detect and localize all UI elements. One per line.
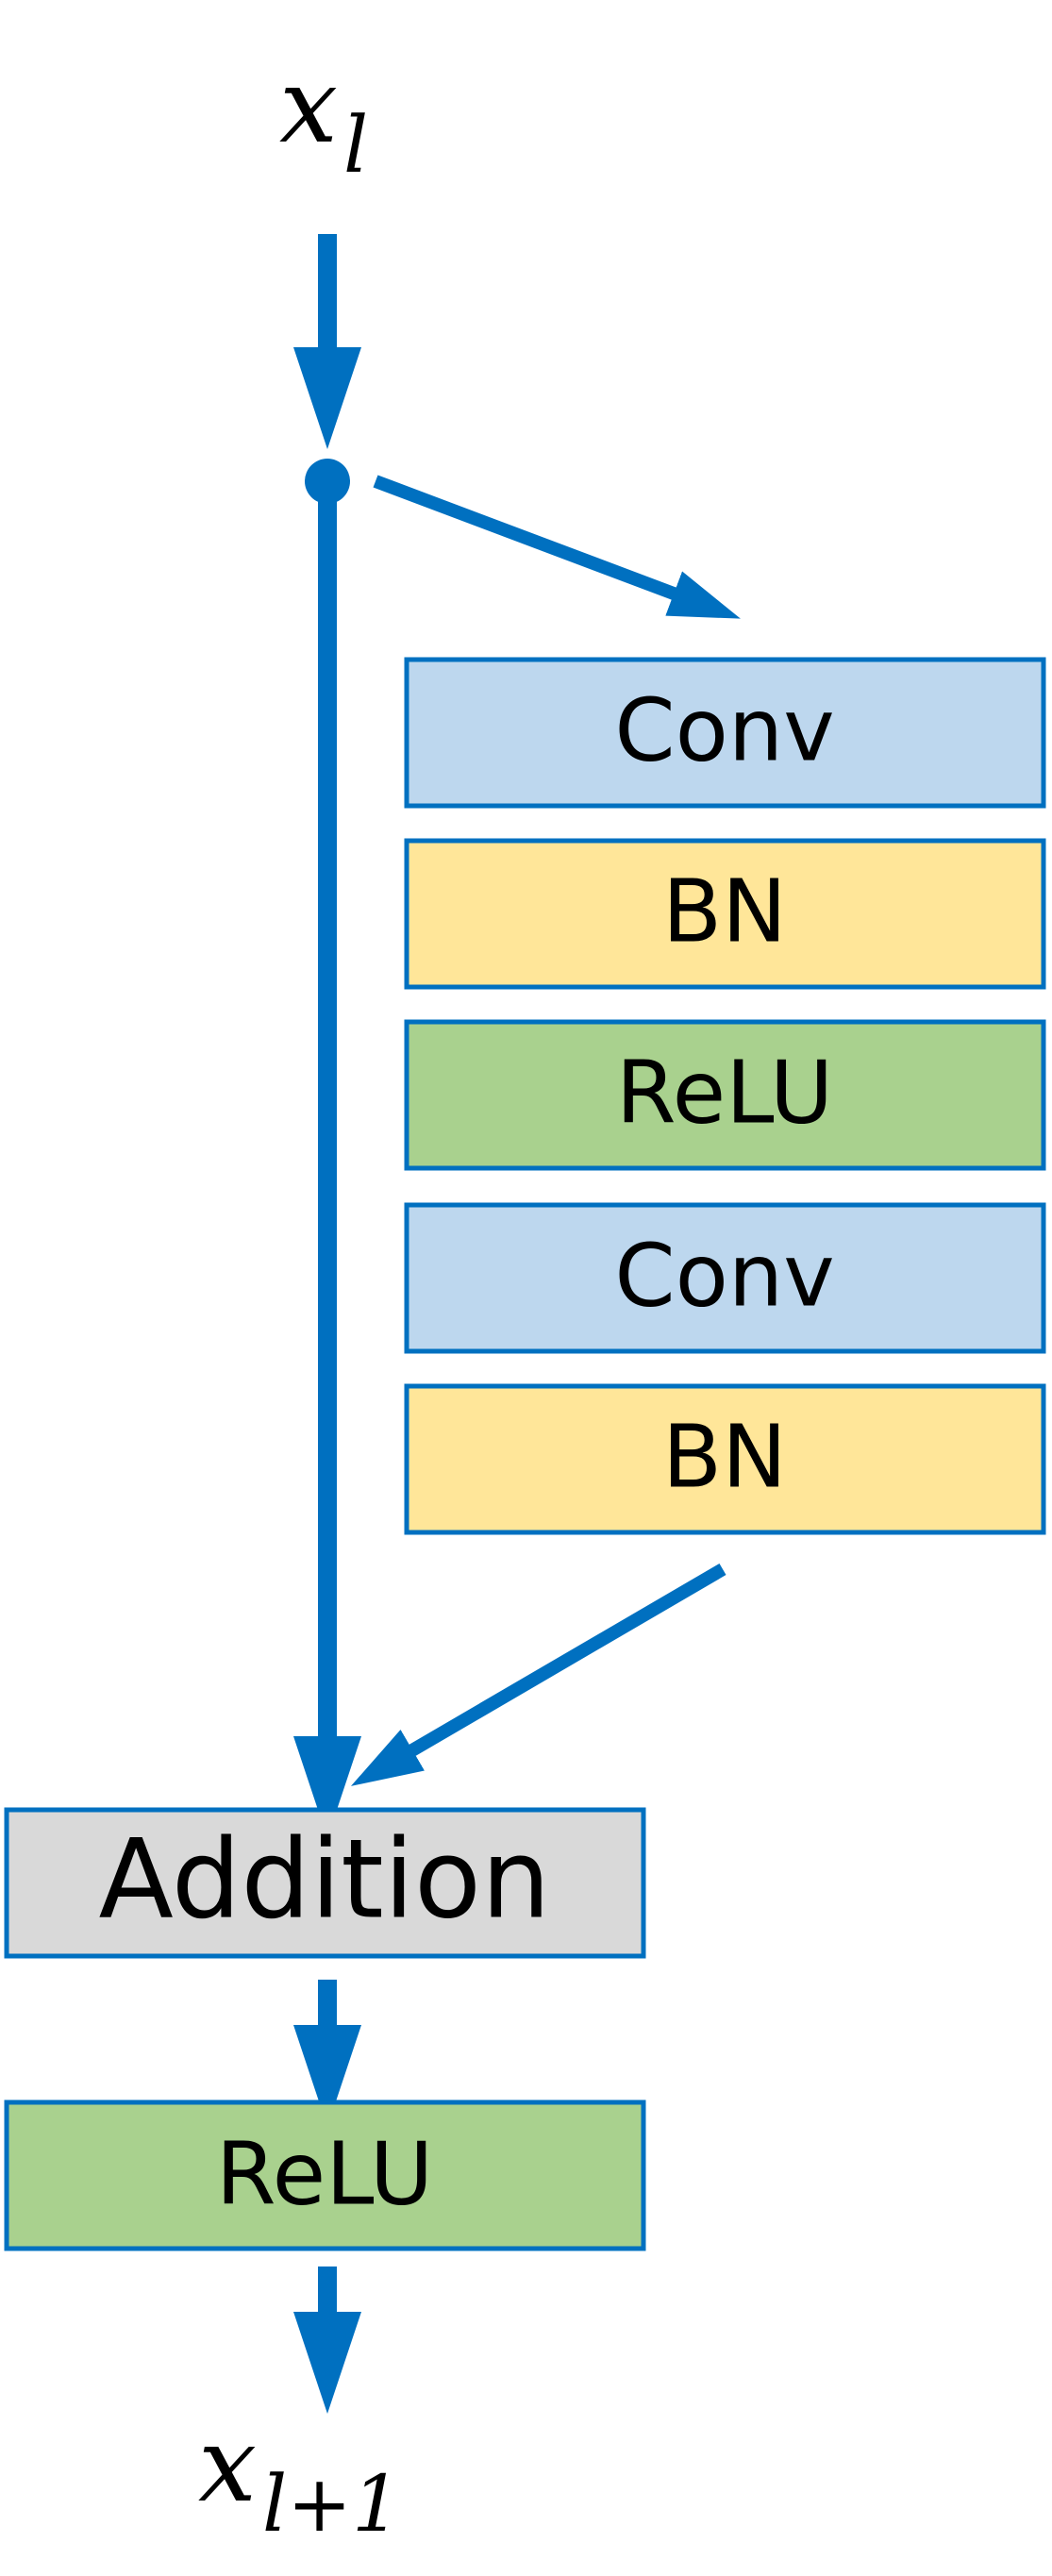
branch-block-label: ReLU <box>616 1042 833 1143</box>
output-label-subscript: l+1 <box>262 2460 401 2550</box>
branch-block-bn-2: BN <box>404 1383 1046 1535</box>
output-label-symbol: x <box>198 2404 257 2525</box>
input-label-symbol: x <box>279 45 338 166</box>
branch-block-label: Conv <box>614 1225 834 1326</box>
branch-block-conv-1: Conv <box>404 657 1046 809</box>
branch-block-relu: ReLU <box>404 1019 1046 1171</box>
addition-label: Addition <box>98 1816 550 1944</box>
addition-block: Addition <box>4 1807 646 1959</box>
final-relu-block: ReLU <box>4 2099 646 2251</box>
branch-block-conv-2: Conv <box>404 1202 1046 1354</box>
branch-in-arrow <box>373 475 741 619</box>
final-relu-label: ReLU <box>216 2123 433 2224</box>
branch-block-label: Conv <box>614 679 834 780</box>
split-point <box>305 459 350 504</box>
branch-out-arrow <box>350 1563 726 1786</box>
branch-block-label: BN <box>662 861 787 962</box>
input-label: xl <box>279 45 368 191</box>
branch-block-label: BN <box>662 1406 787 1507</box>
output-label: xl+1 <box>198 2404 401 2550</box>
input-label-subscript: l <box>343 101 368 191</box>
residual-branch: Conv BN ReLU Conv BN <box>404 657 1046 1535</box>
branch-block-bn-1: BN <box>404 838 1046 990</box>
